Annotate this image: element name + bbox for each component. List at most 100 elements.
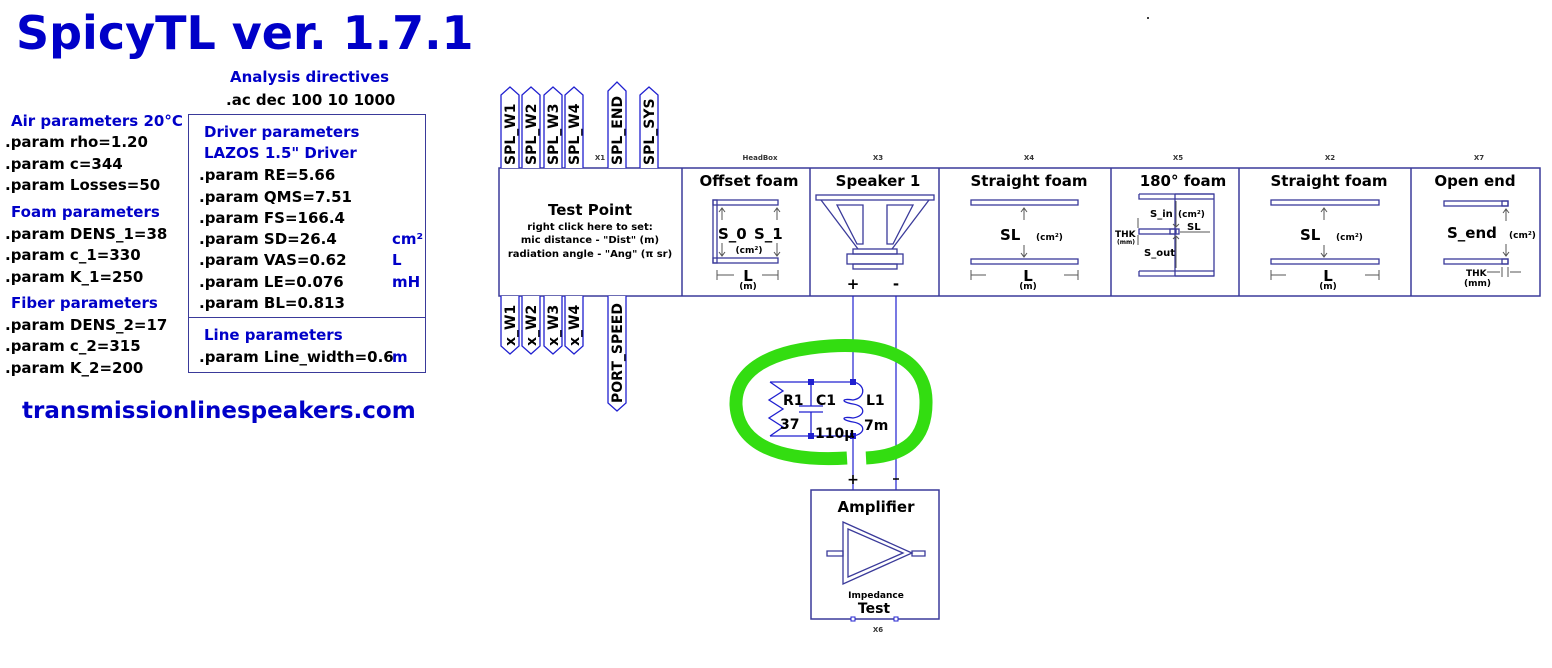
port-label-spl-w1: SPL_W1 xyxy=(503,104,519,165)
driver-param-fs[interactable]: .param FS=166.4 xyxy=(199,209,345,227)
driver-unit-vas: L xyxy=(392,251,402,269)
line-parameters-box xyxy=(188,317,426,373)
port-flag-port-speed[interactable] xyxy=(607,296,627,412)
foam-param-k[interactable]: .param K_1=250 xyxy=(5,268,144,286)
foam-param-c[interactable]: .param c_1=330 xyxy=(5,246,141,264)
port-label-port-speed: PORT_SPEED xyxy=(610,303,626,403)
l1-name: L1 xyxy=(866,393,885,409)
test-point-line-1: right click here to set: xyxy=(527,222,652,233)
ref-x7: X7 xyxy=(1474,154,1484,162)
straight-foam-1-length-unit: (m) xyxy=(1019,282,1037,292)
fiber-param-c[interactable]: .param c_2=315 xyxy=(5,337,141,355)
port-flag-spl-w3[interactable] xyxy=(543,86,563,168)
app-title: SpicyTL ver. 1.7.1 xyxy=(16,6,474,60)
speaker-plus: + xyxy=(847,275,860,293)
fiber-param-k[interactable]: .param K_2=200 xyxy=(5,359,144,377)
r1-value: 37 xyxy=(780,417,799,433)
amplifier-plus: + xyxy=(847,472,859,488)
port-flag-spl-w2[interactable] xyxy=(521,86,541,168)
l1-value: 7m xyxy=(864,418,888,434)
line-param-width[interactable]: .param Line_width=0.6 xyxy=(199,348,394,366)
offset-foam-length: L xyxy=(743,267,753,285)
ref-x4: X4 xyxy=(1024,154,1034,162)
port-flag-spl-end[interactable] xyxy=(607,81,627,168)
driver-param-re[interactable]: .param RE=5.66 xyxy=(199,166,336,184)
straight-foam-2-sl: SL xyxy=(1300,226,1321,244)
test-point-title: Test Point xyxy=(548,201,632,219)
driver-unit-sd: cm² xyxy=(392,230,424,248)
driver-unit-le: mH xyxy=(392,273,421,291)
open-end-block[interactable]: Open end S_end (cm²) THK (mm) xyxy=(1434,172,1535,289)
foam-180-title: 180° foam xyxy=(1140,172,1227,190)
port-label-spl-w2: SPL_W2 xyxy=(524,104,540,165)
website-link[interactable]: transmissionlinespeakers.com xyxy=(22,398,416,424)
ref-x6: X6 xyxy=(873,626,883,634)
air-param-c[interactable]: .param c=344 xyxy=(5,155,123,173)
port-flag-spl-sys[interactable] xyxy=(639,86,659,168)
straight-foam-2-block[interactable]: Straight foam SL (cm²) L (m) xyxy=(1270,172,1388,292)
ref-x3: X3 xyxy=(873,154,883,162)
foam-180-sl: SL xyxy=(1187,222,1201,233)
amplifier-block[interactable]: Amplifier Impedance Test xyxy=(810,489,940,622)
offset-foam-title: Offset foam xyxy=(700,172,799,190)
fiber-heading: Fiber parameters xyxy=(11,294,158,312)
air-param-losses[interactable]: .param Losses=50 xyxy=(5,176,161,194)
port-label-x-w3: x_W3 xyxy=(546,305,562,346)
crossover-network[interactable] xyxy=(767,381,864,437)
offset-foam-block[interactable]: Offset foam S_0 S_1 (cm²) L (m) xyxy=(700,172,799,292)
green-highlight-annotation xyxy=(729,339,933,466)
port-flag-spl-w4[interactable] xyxy=(564,86,584,168)
speaker-title: Speaker 1 xyxy=(836,172,921,190)
line-unit-width: m xyxy=(392,348,408,366)
inductor-l1[interactable] xyxy=(843,381,864,437)
port-label-spl-w3: SPL_W3 xyxy=(546,104,562,165)
foam-180-thk: THK xyxy=(1115,230,1137,240)
driver-param-sd[interactable]: .param SD=26.4 xyxy=(199,230,337,248)
straight-foam-2-length-unit: (m) xyxy=(1319,282,1337,292)
amplifier-mode: Test xyxy=(858,601,891,617)
open-end-thk: THK xyxy=(1466,269,1488,279)
driver-param-bl[interactable]: .param BL=0.813 xyxy=(199,294,345,312)
speaker-icon xyxy=(815,194,935,270)
port-flag-x-w2[interactable] xyxy=(521,296,541,355)
port-label-spl-end: SPL_END xyxy=(610,96,626,165)
port-label-x-w2: x_W2 xyxy=(524,305,540,346)
driver-param-le[interactable]: .param LE=0.076 xyxy=(199,273,344,291)
foam-param-dens[interactable]: .param DENS_1=38 xyxy=(5,225,168,243)
ref-x1: X1 xyxy=(595,154,605,162)
port-flag-x-w3[interactable] xyxy=(543,296,563,355)
port-flag-spl-w1[interactable] xyxy=(500,86,520,168)
straight-foam-1-area-unit: (cm²) xyxy=(1036,233,1063,243)
speaker-block[interactable]: Speaker 1 + - xyxy=(815,172,935,293)
straight-foam-2-length: L xyxy=(1323,267,1333,285)
port-label-spl-sys: SPL_SYS xyxy=(642,98,658,165)
offset-foam-area-unit: (cm²) xyxy=(736,246,763,256)
open-end-thk-unit: (mm) xyxy=(1464,279,1491,289)
amplifier-title: Amplifier xyxy=(838,498,916,516)
ref-headbox: HeadBox xyxy=(743,154,778,162)
block-strip xyxy=(498,167,1541,297)
straight-foam-2-title: Straight foam xyxy=(1270,172,1387,190)
r1-name: R1 xyxy=(783,393,804,409)
port-flag-x-w1[interactable] xyxy=(500,296,520,355)
fiber-param-dens[interactable]: .param DENS_2=17 xyxy=(5,316,168,334)
port-flag-x-w4[interactable] xyxy=(564,296,584,355)
offset-foam-s0: S_0 xyxy=(718,225,747,243)
foam-180-block[interactable]: 180° foam S_in (cm²) SL THK (mm) S_out xyxy=(1115,172,1227,277)
air-param-rho[interactable]: .param rho=1.20 xyxy=(5,133,148,151)
straight-foam-1-title: Straight foam xyxy=(970,172,1087,190)
c1-name: C1 xyxy=(816,393,836,409)
test-point-block[interactable]: Test Point right click here to set: mic … xyxy=(508,201,672,260)
ref-x5: X5 xyxy=(1173,154,1183,162)
straight-foam-2-area-unit: (cm²) xyxy=(1336,233,1363,243)
driver-param-vas[interactable]: .param VAS=0.62 xyxy=(199,251,347,269)
foam-180-area-unit: (cm²) xyxy=(1178,210,1205,220)
analysis-directive[interactable]: .ac dec 100 10 1000 xyxy=(226,91,396,109)
driver-param-qms[interactable]: .param QMS=7.51 xyxy=(199,188,352,206)
resistor-r1[interactable] xyxy=(767,381,785,437)
straight-foam-1-block[interactable]: Straight foam SL (cm²) L (m) xyxy=(970,172,1088,292)
foam-180-s-out: S_out xyxy=(1144,248,1175,259)
driver-heading: Driver parameters xyxy=(204,123,360,141)
open-end-title: Open end xyxy=(1434,172,1515,190)
port-label-x-w1: x_W1 xyxy=(503,305,519,346)
